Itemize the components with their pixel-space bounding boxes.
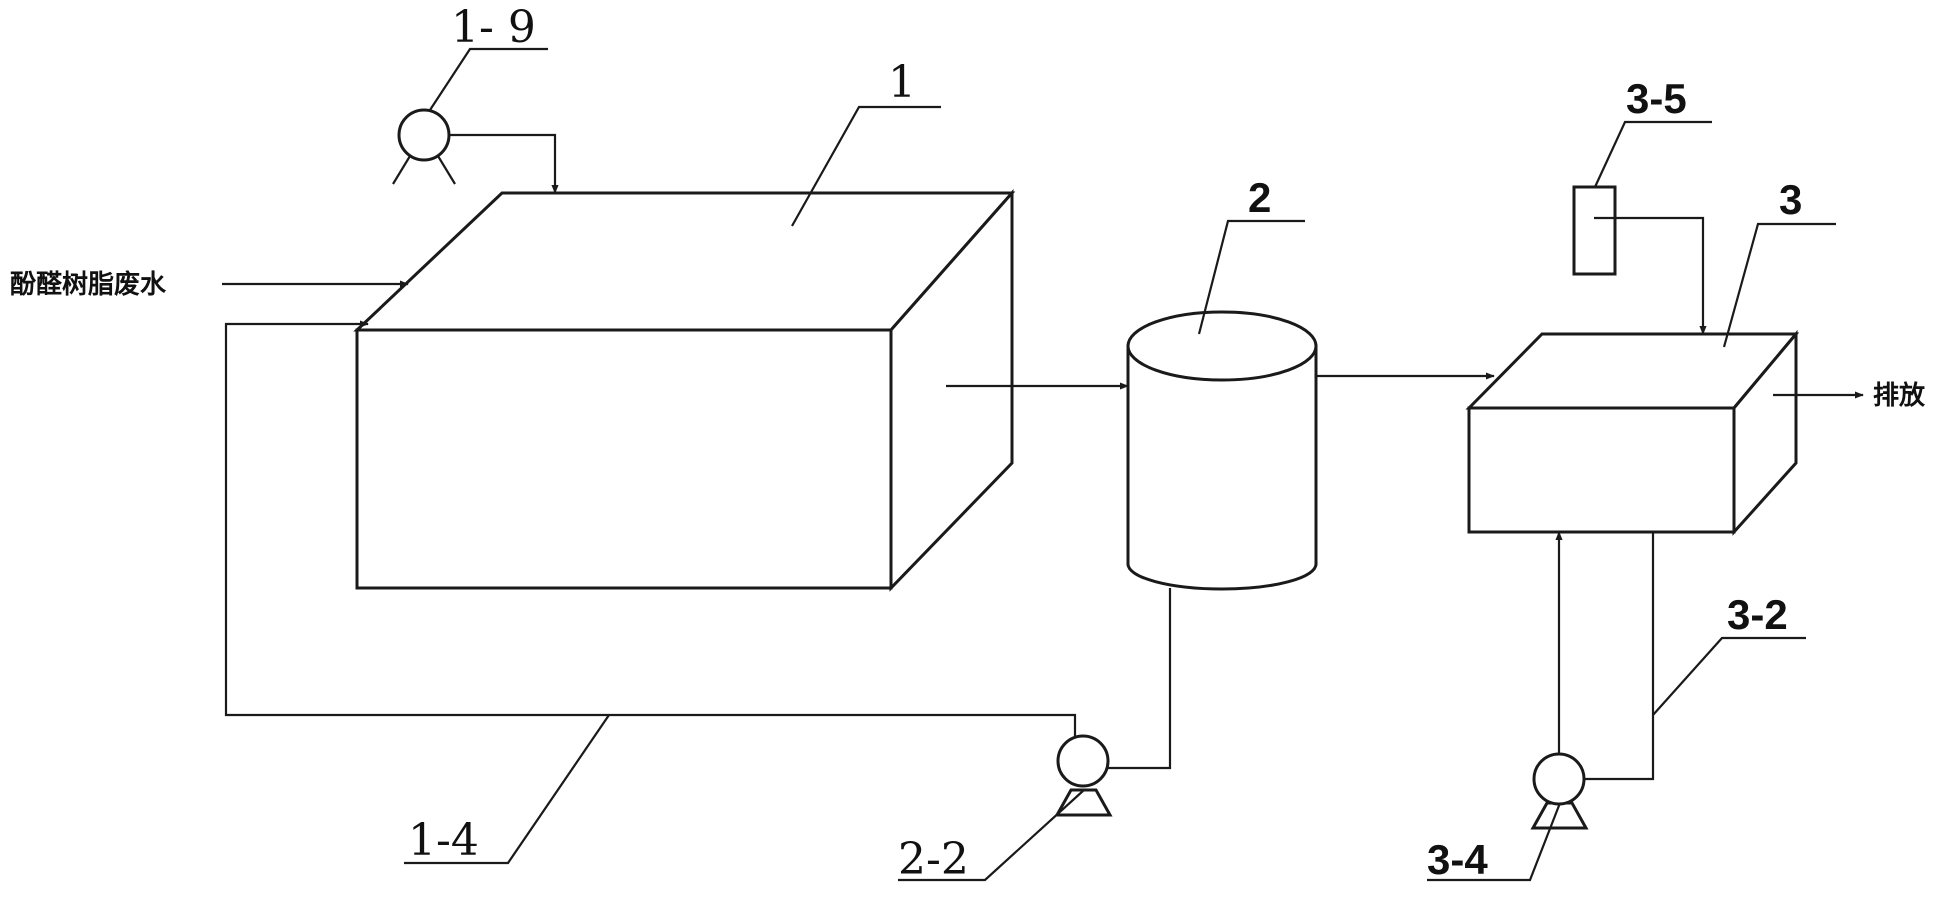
leader-3 xyxy=(1722,222,1836,348)
vessel-2-top xyxy=(1126,310,1318,382)
vessel-2-bottom xyxy=(1126,562,1318,591)
pump-1-9 xyxy=(392,108,456,185)
line-3-5-feed xyxy=(1594,216,1707,335)
line-1-4-recycle xyxy=(224,320,1077,737)
leader-3-5 xyxy=(1594,120,1712,188)
label-1-4: 1-4 xyxy=(408,815,479,866)
label-3-4: 3-4 xyxy=(1427,836,1488,883)
label-2-2: 2-2 xyxy=(898,834,969,885)
line-3-2-recirc xyxy=(1584,532,1655,781)
vessel-2 xyxy=(1126,310,1318,591)
label-3-5: 3-5 xyxy=(1626,75,1687,122)
line-2-to-pump xyxy=(1108,588,1172,770)
leader-3-4 xyxy=(1427,802,1562,882)
tank-3-front-face xyxy=(1467,406,1736,534)
dosing-unit-3-5 xyxy=(1572,185,1617,276)
label-2: 2 xyxy=(1248,174,1271,221)
pump-3-4 xyxy=(1530,752,1589,830)
leader-2 xyxy=(1197,219,1305,335)
tank-1-front-face xyxy=(355,328,893,590)
label-1: 1 xyxy=(888,57,916,108)
label-1-9: 1- 9 xyxy=(451,2,536,53)
leader-3-2 xyxy=(1652,636,1806,716)
leader-1 xyxy=(791,105,941,227)
leader-2-2 xyxy=(898,789,1085,882)
leader-1-9 xyxy=(429,47,548,111)
tank-3 xyxy=(1465,329,1800,536)
line-1-9-feed xyxy=(449,133,559,194)
inlet-label: 酚醛树脂废水 xyxy=(10,269,167,300)
tank-1 xyxy=(353,189,1016,592)
pump-2-2 xyxy=(1054,734,1113,817)
vessel-2-body xyxy=(1128,346,1316,564)
outlet-label: 排放 xyxy=(1873,380,1926,411)
label-3-2: 3-2 xyxy=(1727,591,1788,638)
label-3: 3 xyxy=(1779,176,1802,223)
leader-1-4 xyxy=(404,714,610,865)
